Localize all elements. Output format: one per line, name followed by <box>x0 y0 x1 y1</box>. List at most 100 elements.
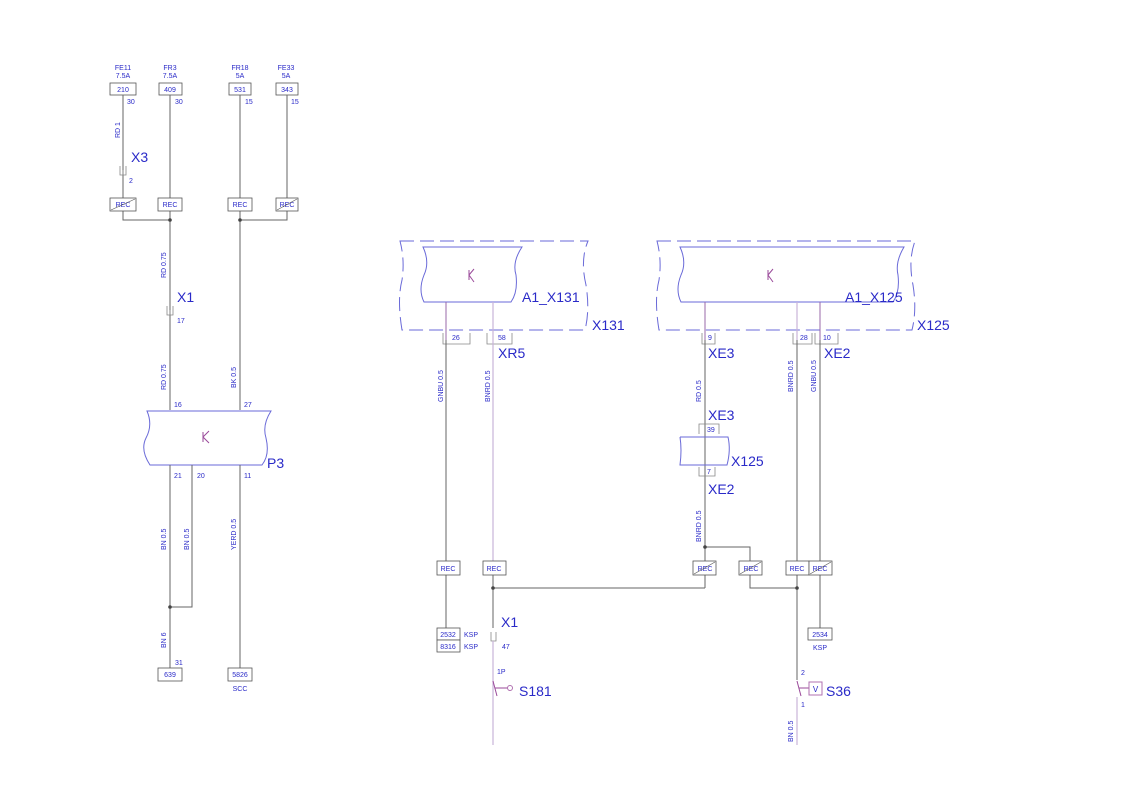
pin-label: 17 <box>177 318 185 325</box>
wire-label: GNBU 0.5 <box>438 370 445 402</box>
transistor-icon <box>767 268 774 283</box>
scc-label: SCC <box>233 686 248 693</box>
terminal-label: 5826 <box>232 672 248 679</box>
connector-label-x1: X1 <box>177 289 194 305</box>
connector-icon <box>166 306 174 316</box>
fuse-fr3: FR3 7.5A 409 30 <box>158 65 183 106</box>
connector-icon <box>119 166 127 176</box>
ksp-terminal <box>807 627 833 641</box>
switch-s36: V <box>796 680 823 697</box>
ksp-label: KSP <box>464 632 478 639</box>
pin-label: 1 <box>801 702 805 709</box>
switch-label: S181 <box>519 683 552 699</box>
pin-label: 15 <box>245 99 253 106</box>
fuse-rating: 7.5A <box>116 73 131 80</box>
pin-label: 28 <box>800 335 808 342</box>
pin-label: 2 <box>801 670 805 677</box>
terminal-label: 639 <box>164 672 176 679</box>
wire-label: RD 0.75 <box>161 252 168 278</box>
fuse-rating: 5A <box>282 73 291 80</box>
wire-label: RD 1 <box>115 122 122 138</box>
fuse-rating: 5A <box>236 73 245 80</box>
connector-label: X125 <box>731 453 764 469</box>
left-wires <box>122 95 288 410</box>
wire-label: RD 0.75 <box>161 364 168 390</box>
connector-label: X131 <box>592 317 625 333</box>
scc-terminal <box>227 667 253 682</box>
terminal-label: 2532 <box>440 632 456 639</box>
fuse-rating: 7.5A <box>163 73 178 80</box>
fuse-name: FE11 <box>115 65 131 72</box>
rec-row-left: REC REC REC REC <box>109 197 299 212</box>
pin-label: 9 <box>708 335 712 342</box>
connector-label: XE3 <box>708 345 735 361</box>
pin-brackets <box>698 423 720 477</box>
connector-label: XE2 <box>708 481 735 497</box>
ksp-label: KSP <box>464 644 478 651</box>
terminal-label: 2534 <box>812 632 828 639</box>
rec-label: REC <box>813 566 828 573</box>
wire-label: BN 0.5 <box>161 528 168 550</box>
connector-label-x3: X3 <box>131 149 148 165</box>
terminal-label: 210 <box>117 87 129 94</box>
wire-label: YERD 0.5 <box>231 519 238 550</box>
rec-label: REC <box>487 566 502 573</box>
fuse-name: FR18 <box>231 65 248 72</box>
pin-label: 39 <box>707 427 715 434</box>
connector-label: X125 <box>917 317 950 333</box>
module-p3: 16 27 P3 21 20 11 <box>143 402 284 480</box>
rec-label: REC <box>441 566 456 573</box>
connector-label-x1: X1 <box>501 614 518 630</box>
rec-row-right: REC REC REC REC <box>692 560 833 576</box>
terminal-label: 343 <box>281 87 293 94</box>
switch-s181 <box>492 680 513 697</box>
pin-label: 2 <box>129 178 133 185</box>
terminal-label: 531 <box>234 87 246 94</box>
connector-icon <box>490 632 497 642</box>
transistor-icon <box>468 268 475 283</box>
connector-label: XE2 <box>824 345 851 361</box>
rec-label: REC <box>116 202 131 209</box>
wire-label: GNBU 0.5 <box>811 360 818 392</box>
wire-label: BN 0.5 <box>184 528 191 550</box>
terminal-label: 8316 <box>440 644 456 651</box>
wire-label: BNRD 0.5 <box>696 510 703 542</box>
pin-label: 26 <box>452 335 460 342</box>
wire-label: BNRD 0.5 <box>485 370 492 402</box>
rec-label: REC <box>744 566 759 573</box>
fuse-fr18: FR18 5A 531 15 <box>228 65 253 106</box>
rec-label: REC <box>698 566 713 573</box>
pin-label: 10 <box>823 335 831 342</box>
pin-label: 27 <box>244 402 252 409</box>
rec-label: REC <box>163 202 178 209</box>
module-x131: A1_X131 X131 <box>399 240 625 333</box>
pin-label: 20 <box>197 473 205 480</box>
pin-label: 15 <box>291 99 299 106</box>
pin-label: 21 <box>174 473 182 480</box>
ground-terminal <box>157 667 183 682</box>
left-lower-wires <box>169 465 241 668</box>
rec-box <box>482 560 507 576</box>
pin-brackets <box>701 333 839 345</box>
connector-label: XR5 <box>498 345 525 361</box>
fuse-fe11: FE11 7.5A 210 30 <box>109 65 137 106</box>
switch-type-label: V <box>813 685 819 694</box>
switch-label: S36 <box>826 683 851 699</box>
rec-label: REC <box>790 566 805 573</box>
module-label: A1_X131 <box>522 289 580 305</box>
connector-label: XE3 <box>708 407 735 423</box>
wire-label: BK 0.5 <box>231 367 238 388</box>
pin-label: 31 <box>175 660 183 667</box>
module-label: A1_X125 <box>845 289 903 305</box>
rec-label: REC <box>233 202 248 209</box>
fuse-name: FR3 <box>163 65 176 72</box>
inline-connector-x125 <box>679 436 730 466</box>
pin-brackets <box>442 333 513 345</box>
fuse-name: FE33 <box>278 65 295 72</box>
pin-label: 7 <box>707 469 711 476</box>
pin-label: 16 <box>174 402 182 409</box>
wire-label: BN 0.5 <box>788 720 795 742</box>
pin-label: 1P <box>497 669 506 676</box>
